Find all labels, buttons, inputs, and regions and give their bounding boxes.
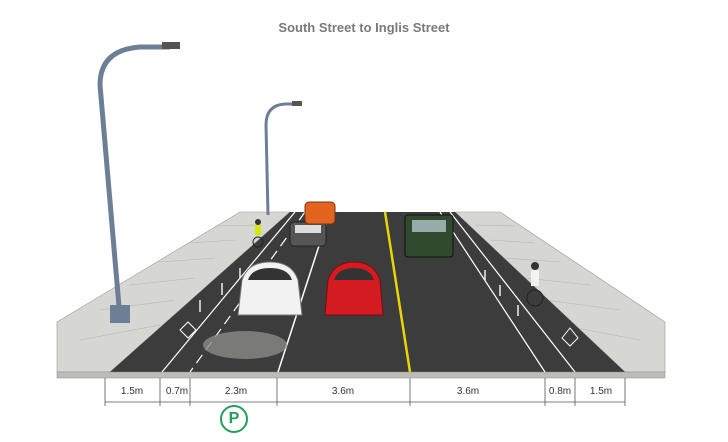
diagram-title: South Street to Inglis Street — [278, 20, 450, 35]
car-white — [237, 261, 303, 316]
dimension-label-buffer-left: 0.7m — [165, 386, 189, 397]
dimension-label-sidewalk-left: 1.5m — [120, 386, 144, 397]
parking-icon: P — [220, 405, 248, 433]
car-dark — [289, 221, 327, 247]
dimension-label-sidewalk-right: 1.5m — [589, 386, 613, 397]
car-orange — [304, 201, 336, 225]
cyclist-left — [252, 219, 264, 248]
centerline — [383, 211, 412, 373]
dimension-label-parking: 2.3m — [224, 386, 248, 397]
street-lamp-front — [97, 44, 170, 319]
right-sidewalk — [454, 211, 666, 373]
dimension-label-buffer-right: 0.8m — [548, 386, 572, 397]
dimension-label-lane-1: 3.6m — [331, 386, 355, 397]
cyclist-right — [526, 262, 544, 307]
dimension-label-lane-2: 3.6m — [456, 386, 480, 397]
car-red — [324, 261, 384, 316]
truck-green — [404, 214, 454, 258]
street-lamp-back — [264, 102, 296, 216]
